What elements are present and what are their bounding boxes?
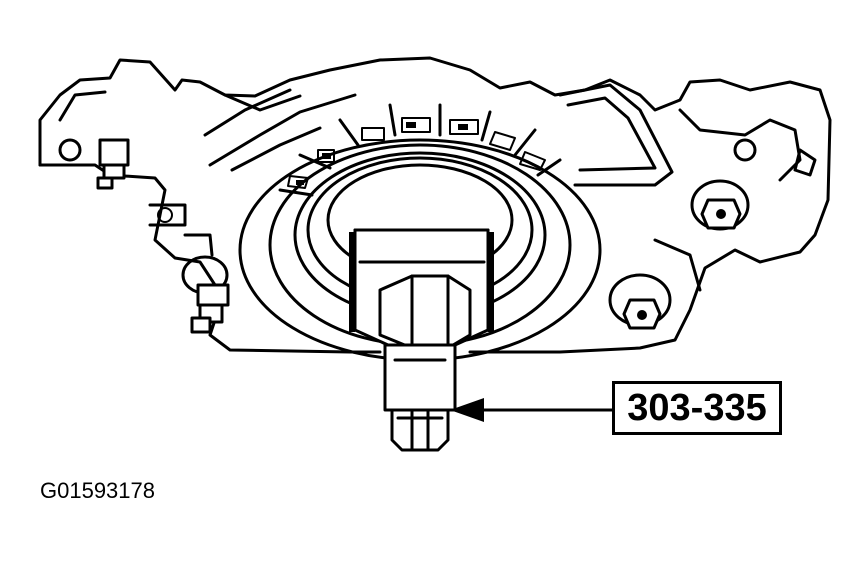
arrow-left-icon <box>450 398 612 422</box>
right-upper-nut <box>690 179 750 231</box>
left-lower-stud <box>181 255 230 334</box>
figure-id: G01593178 <box>40 478 155 503</box>
right-lower-nut <box>608 273 672 330</box>
left-upper-stud <box>96 138 130 190</box>
crankshaft-turning-tool <box>349 228 494 452</box>
tool-number-label: 303-335 <box>612 381 782 435</box>
